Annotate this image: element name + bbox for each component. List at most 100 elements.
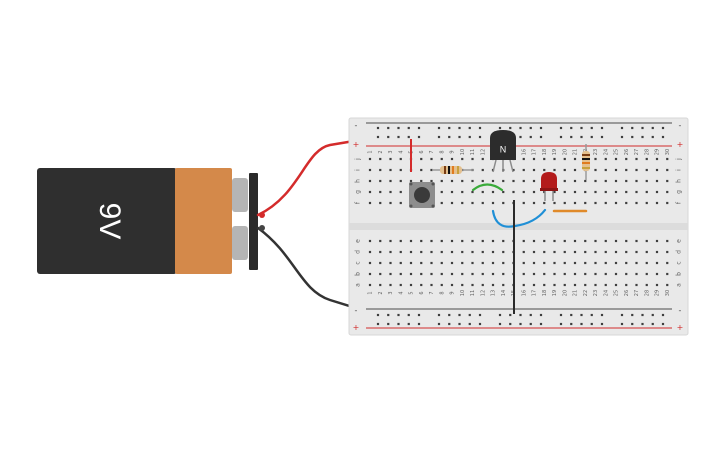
terminal-hole[interactable]	[532, 168, 536, 172]
rail-hole[interactable]	[519, 135, 522, 139]
rail-hole[interactable]	[397, 322, 400, 326]
rail-hole[interactable]	[458, 126, 461, 130]
rail-hole[interactable]	[509, 313, 512, 317]
terminal-hole[interactable]	[522, 201, 525, 205]
rail-hole[interactable]	[437, 126, 441, 130]
rail-hole[interactable]	[437, 135, 441, 139]
terminal-hole[interactable]	[666, 201, 669, 205]
terminal-hole[interactable]	[368, 272, 372, 276]
rail-hole[interactable]	[641, 322, 644, 326]
terminal-hole[interactable]	[461, 261, 464, 265]
rail-hole[interactable]	[468, 126, 471, 130]
terminal-hole[interactable]	[645, 239, 648, 243]
terminal-hole[interactable]	[584, 239, 587, 243]
terminal-hole[interactable]	[512, 168, 515, 172]
terminal-hole[interactable]	[461, 157, 464, 161]
rail-hole[interactable]	[641, 313, 644, 317]
pushbutton[interactable]	[409, 182, 435, 208]
terminal-hole[interactable]	[450, 261, 454, 265]
terminal-hole[interactable]	[502, 272, 505, 276]
terminal-hole[interactable]	[491, 239, 495, 243]
terminal-hole[interactable]	[491, 250, 495, 254]
terminal-hole[interactable]	[614, 179, 618, 183]
terminal-hole[interactable]	[399, 283, 402, 287]
terminal-hole[interactable]	[532, 283, 536, 287]
terminal-hole[interactable]	[399, 272, 402, 276]
rail-hole[interactable]	[559, 126, 563, 130]
terminal-hole[interactable]	[522, 272, 525, 276]
terminal-hole[interactable]	[409, 272, 413, 276]
rail-hole[interactable]	[387, 135, 390, 139]
terminal-hole[interactable]	[594, 190, 597, 194]
terminal-hole[interactable]	[512, 179, 515, 183]
terminal-hole[interactable]	[389, 272, 392, 276]
terminal-hole[interactable]	[430, 168, 433, 172]
terminal-hole[interactable]	[379, 239, 382, 243]
rail-hole[interactable]	[437, 322, 441, 326]
terminal-hole[interactable]	[573, 239, 577, 243]
terminal-hole[interactable]	[461, 250, 464, 254]
rail-hole[interactable]	[631, 135, 634, 139]
terminal-hole[interactable]	[553, 168, 556, 172]
terminal-hole[interactable]	[645, 168, 648, 172]
terminal-hole[interactable]	[409, 261, 413, 265]
terminal-hole[interactable]	[481, 168, 484, 172]
terminal-hole[interactable]	[584, 201, 587, 205]
led-red[interactable]	[540, 172, 558, 201]
rail-hole[interactable]	[539, 322, 543, 326]
terminal-hole[interactable]	[491, 261, 495, 265]
terminal-hole[interactable]	[532, 157, 536, 161]
terminal-hole[interactable]	[379, 250, 382, 254]
terminal-hole[interactable]	[522, 250, 525, 254]
rail-hole[interactable]	[539, 126, 543, 130]
terminal-hole[interactable]	[461, 239, 464, 243]
rail-hole[interactable]	[509, 322, 512, 326]
terminal-hole[interactable]	[635, 168, 638, 172]
terminal-hole[interactable]	[399, 190, 402, 194]
terminal-hole[interactable]	[604, 168, 607, 172]
rail-hole[interactable]	[407, 313, 410, 317]
terminal-hole[interactable]	[481, 190, 484, 194]
terminal-hole[interactable]	[645, 283, 648, 287]
terminal-hole[interactable]	[645, 250, 648, 254]
terminal-hole[interactable]	[625, 201, 628, 205]
terminal-hole[interactable]	[420, 261, 423, 265]
terminal-hole[interactable]	[389, 261, 392, 265]
terminal-hole[interactable]	[635, 201, 638, 205]
terminal-hole[interactable]	[502, 250, 505, 254]
rail-hole[interactable]	[417, 322, 421, 326]
terminal-hole[interactable]	[614, 239, 618, 243]
terminal-hole[interactable]	[625, 168, 628, 172]
rail-hole[interactable]	[590, 126, 593, 130]
terminal-hole[interactable]	[399, 201, 402, 205]
terminal-hole[interactable]	[440, 201, 443, 205]
rail-hole[interactable]	[387, 126, 390, 130]
terminal-hole[interactable]	[450, 239, 454, 243]
terminal-hole[interactable]	[368, 261, 372, 265]
terminal-hole[interactable]	[604, 190, 607, 194]
terminal-hole[interactable]	[635, 250, 638, 254]
rail-hole[interactable]	[468, 135, 471, 139]
rail-hole[interactable]	[448, 135, 451, 139]
rail-hole[interactable]	[519, 126, 522, 130]
rail-hole[interactable]	[580, 313, 583, 317]
terminal-hole[interactable]	[389, 239, 392, 243]
terminal-hole[interactable]	[563, 190, 566, 194]
rail-hole[interactable]	[661, 322, 665, 326]
terminal-hole[interactable]	[399, 157, 402, 161]
terminal-hole[interactable]	[645, 157, 648, 161]
terminal-hole[interactable]	[604, 157, 607, 161]
terminal-hole[interactable]	[584, 250, 587, 254]
rail-hole[interactable]	[509, 126, 512, 130]
terminal-hole[interactable]	[471, 157, 474, 161]
rail-hole[interactable]	[651, 135, 654, 139]
rail-hole[interactable]	[417, 313, 421, 317]
terminal-hole[interactable]	[409, 239, 413, 243]
rail-hole[interactable]	[620, 322, 624, 326]
terminal-hole[interactable]	[368, 190, 372, 194]
terminal-hole[interactable]	[543, 201, 546, 205]
terminal-hole[interactable]	[399, 168, 402, 172]
terminal-hole[interactable]	[635, 283, 638, 287]
rail-hole[interactable]	[631, 322, 634, 326]
terminal-hole[interactable]	[461, 272, 464, 276]
